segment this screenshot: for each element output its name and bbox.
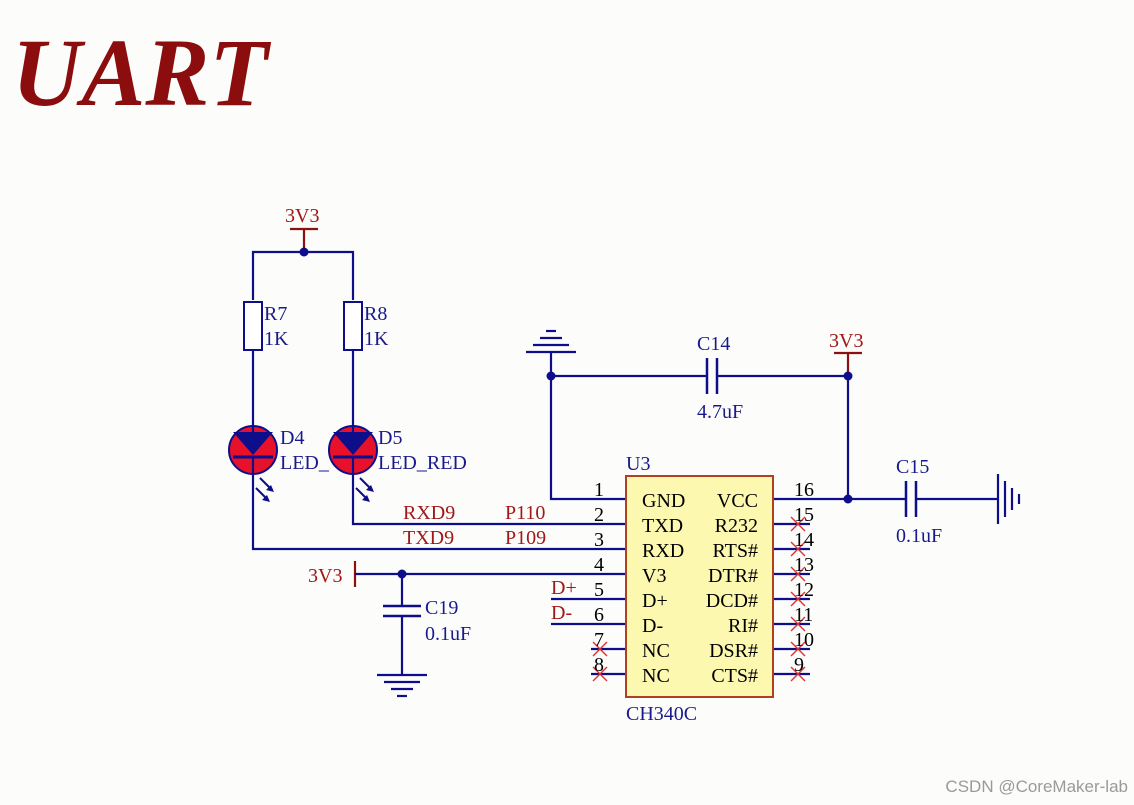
- right-pin-stubs: [773, 522, 810, 676]
- pin-number: 6: [594, 604, 604, 626]
- net-label-dplus: D+: [551, 577, 577, 599]
- junction-dot: [299, 247, 309, 257]
- net-label-rxd9: RXD9: [403, 502, 455, 524]
- ground-icon-c14: [526, 329, 576, 354]
- net-label-txd9: TXD9: [403, 527, 454, 549]
- power-label-3v3-c14: 3V3: [829, 330, 863, 352]
- pin-name: DCD#: [706, 590, 758, 612]
- capacitor-c19-value: 0.1uF: [425, 623, 471, 645]
- capacitor-c19-ref: C19: [425, 597, 458, 619]
- capacitor-c14-icon: [705, 358, 719, 394]
- led-d5-ref: D5: [378, 427, 402, 449]
- led-d4-ref: D4: [280, 427, 304, 449]
- led-supply-wire: [251, 250, 355, 300]
- chip-u3-part: CH340C: [626, 703, 697, 725]
- resistor-r8-value: 1K: [364, 328, 389, 350]
- pin-name: V3: [642, 565, 666, 587]
- pin-number: 14: [794, 529, 814, 551]
- capacitor-c14-ref: C14: [697, 333, 730, 355]
- pin-number: 4: [594, 554, 604, 576]
- pin-number: 13: [794, 554, 814, 576]
- pin-name: RTS#: [713, 540, 758, 562]
- gnd-wire: [549, 352, 626, 501]
- capacitor-c19-icon: [383, 574, 421, 675]
- no-connect-icon-right: [790, 516, 806, 682]
- pin-number: 15: [794, 504, 814, 526]
- page-title: UART: [12, 19, 271, 126]
- led-d4-icon: [228, 425, 278, 502]
- pin-number: 5: [594, 579, 604, 601]
- pin-number: 11: [794, 604, 813, 626]
- pin-number: 9: [794, 654, 804, 676]
- pin-name: NC: [642, 640, 670, 662]
- pin-name: RXD: [642, 540, 684, 562]
- pin-number: 8: [594, 654, 604, 676]
- led-d5-icon: [328, 425, 378, 502]
- pin-name: GND: [642, 490, 685, 512]
- capacitor-c15-icon: [904, 481, 918, 517]
- resistor-r7-ref: R7: [264, 303, 287, 325]
- pin-name: TXD: [642, 515, 683, 537]
- resistor-r7-value: 1K: [264, 328, 289, 350]
- net-label-dminus: D-: [551, 602, 572, 624]
- power-label-3v3-led: 3V3: [285, 205, 319, 227]
- resistor-r8-ref: R8: [364, 303, 387, 325]
- pin-name: DSR#: [709, 640, 758, 662]
- ground-icon: [377, 673, 427, 698]
- pin-number: 7: [594, 629, 604, 651]
- junction-dot: [843, 494, 853, 504]
- pin-name: VCC: [717, 490, 758, 512]
- pin-number: 10: [794, 629, 814, 651]
- net-label-p109: P109: [505, 527, 546, 549]
- pin-name: D-: [642, 615, 663, 637]
- pin-name: DTR#: [708, 565, 758, 587]
- resistor-r7: [243, 301, 263, 425]
- pin-name: NC: [642, 665, 670, 687]
- capacitor-c15-ref: C15: [896, 456, 929, 478]
- pin-number: 16: [794, 479, 814, 501]
- pin-name: D+: [642, 590, 668, 612]
- pin-number: 1: [594, 479, 604, 501]
- txd-wire: [251, 475, 626, 551]
- resistor-r8: [343, 301, 363, 425]
- rxd-wire: [351, 475, 626, 526]
- chip-u3-body: [625, 475, 774, 698]
- watermark: CSDN @CoreMaker-lab: [945, 777, 1128, 796]
- chip-left-pins: 1 2 3 4 5 6 7 8 GND TXD RXD V3 D+ D- NC …: [594, 479, 685, 687]
- chip-right-pins: 16 15 14 13 12 11 10 9 VCC R232 RTS# DTR…: [706, 479, 814, 687]
- pin-name: CTS#: [711, 665, 758, 687]
- capacitor-c15-value: 0.1uF: [896, 525, 942, 547]
- chip-u3-ref: U3: [626, 453, 650, 475]
- net-label-p110: P110: [505, 502, 545, 524]
- pin-name: R232: [715, 515, 758, 537]
- pin-number: 2: [594, 504, 604, 526]
- pin-name: RI#: [728, 615, 758, 637]
- no-connect-icon: [592, 641, 608, 682]
- pin-number: 3: [594, 529, 604, 551]
- capacitor-c14-value: 4.7uF: [697, 401, 743, 423]
- led-d5-value: LED_RED: [378, 452, 467, 474]
- pin-number: 12: [794, 579, 814, 601]
- ground-icon-c15: [996, 474, 1021, 524]
- power-symbol-3v3-v3: [353, 561, 402, 587]
- led-d4-value: LED_: [280, 452, 330, 474]
- power-label-3v3-v3: 3V3: [308, 565, 342, 587]
